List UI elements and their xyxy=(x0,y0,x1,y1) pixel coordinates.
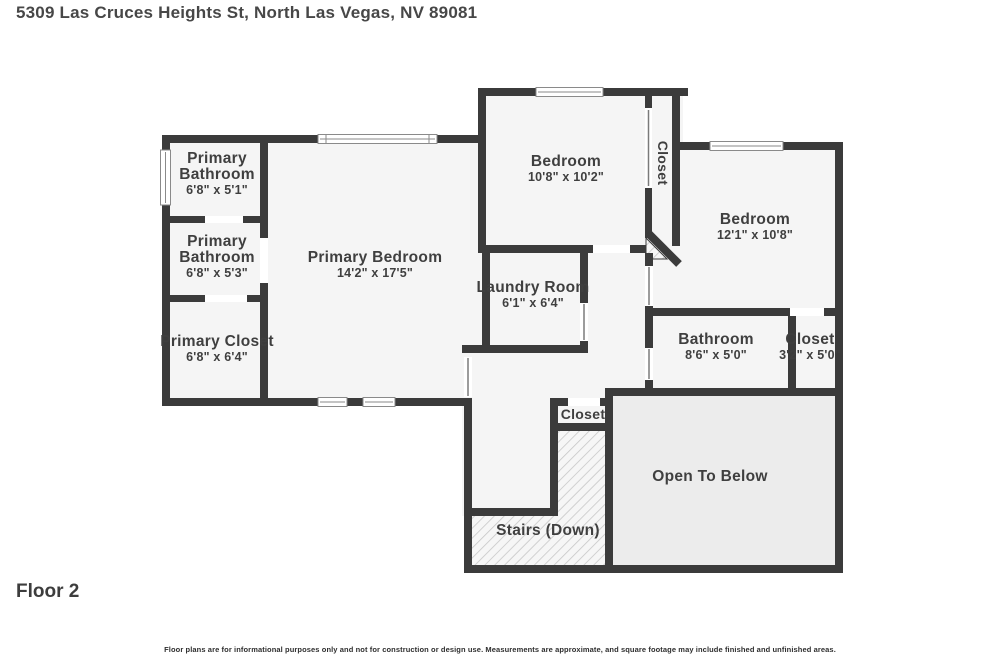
door-opening xyxy=(645,348,653,380)
door-opening xyxy=(593,245,630,253)
door-opening xyxy=(260,238,268,283)
doors xyxy=(205,108,824,406)
room-label-bathroom: Bathroom 8'6" x 5'0" xyxy=(678,331,754,362)
window-marker xyxy=(317,397,348,407)
svg-text:Laundry Room: Laundry Room xyxy=(477,279,590,296)
svg-text:Closet: Closet xyxy=(655,141,671,186)
svg-text:Bedroom: Bedroom xyxy=(720,211,790,228)
svg-text:Primary: Primary xyxy=(187,150,247,167)
door-opening xyxy=(464,357,472,397)
svg-text:8'6" x 5'0": 8'6" x 5'0" xyxy=(685,348,747,362)
room-fills xyxy=(162,88,843,573)
svg-text:12'1" x 10'8": 12'1" x 10'8" xyxy=(717,228,793,242)
room-label-laundry: Laundry Room 6'1" x 6'4" xyxy=(477,279,590,310)
room-label-closet-right: Closet 3'2" x 5'0" xyxy=(779,331,841,362)
window-marker xyxy=(535,87,604,97)
svg-text:6'8" x 5'3": 6'8" x 5'3" xyxy=(186,266,248,280)
svg-text:6'8" x 6'4": 6'8" x 6'4" xyxy=(186,350,248,364)
svg-text:Bathroom: Bathroom xyxy=(179,249,255,266)
room-label-primary-bathroom-2: Primary Bathroom 6'8" x 5'3" xyxy=(179,233,255,280)
door-opening xyxy=(205,216,243,223)
open-to-below-area xyxy=(605,388,843,573)
svg-text:Bathroom: Bathroom xyxy=(678,331,754,348)
room-label-stairs: Stairs (Down) xyxy=(496,522,600,539)
svg-text:Bathroom: Bathroom xyxy=(179,166,255,183)
svg-text:Primary: Primary xyxy=(187,233,247,250)
svg-text:6'8" x 5'1": 6'8" x 5'1" xyxy=(186,183,248,197)
hall-lower-area xyxy=(462,396,558,516)
sliding-door xyxy=(645,108,652,188)
room-label-primary-bedroom: Primary Bedroom 14'2" x 17'5" xyxy=(308,249,443,280)
svg-text:Closet: Closet xyxy=(785,331,834,348)
window-marker xyxy=(317,134,438,144)
svg-text:14'2" x 17'5": 14'2" x 17'5" xyxy=(337,266,413,280)
door-opening xyxy=(645,266,653,306)
room-label-bedroom-right: Bedroom 12'1" x 10'8" xyxy=(717,211,793,242)
room-label-primary-closet: Primary Closet 6'8" x 6'4" xyxy=(160,333,274,364)
svg-text:Open To Below: Open To Below xyxy=(652,468,768,485)
svg-text:6'1" x 6'4": 6'1" x 6'4" xyxy=(502,296,564,310)
svg-text:10'8" x 10'2": 10'8" x 10'2" xyxy=(528,170,604,184)
room-label-bedroom-top: Bedroom 10'8" x 10'2" xyxy=(528,153,604,184)
closet-diagonal-wall xyxy=(645,230,682,267)
svg-text:3'2" x 5'0": 3'2" x 5'0" xyxy=(779,348,841,362)
svg-text:Primary Closet: Primary Closet xyxy=(160,333,274,350)
page-title: 5309 Las Cruces Heights St, North Las Ve… xyxy=(16,3,478,22)
disclaimer-text: Floor plans are for informational purpos… xyxy=(164,645,836,654)
door-opening xyxy=(790,308,824,316)
windows xyxy=(160,87,784,407)
floor-label: Floor 2 xyxy=(16,581,80,602)
room-label-closet-between: Closet xyxy=(655,141,671,186)
stairs-hatch xyxy=(472,431,605,565)
window-marker xyxy=(362,397,396,407)
door-opening xyxy=(205,295,247,302)
svg-text:Closet: Closet xyxy=(561,406,606,422)
primary-suite-area xyxy=(162,135,482,406)
room-label-open-to-below: Open To Below xyxy=(652,468,768,485)
svg-text:Primary Bedroom: Primary Bedroom xyxy=(308,249,443,266)
door-opening xyxy=(580,303,588,341)
laundry-hall-area xyxy=(462,245,653,396)
room-label-primary-bathroom-1: Primary Bathroom 6'8" x 5'1" xyxy=(179,150,255,197)
door-opening xyxy=(568,398,600,406)
window-marker xyxy=(160,149,171,206)
svg-text:Stairs (Down): Stairs (Down) xyxy=(496,522,600,539)
window-marker xyxy=(709,141,784,151)
room-labels: Primary Bathroom 6'8" x 5'1" Primary Bat… xyxy=(160,141,841,539)
room-label-closet-hall: Closet xyxy=(561,406,606,422)
svg-text:Bedroom: Bedroom xyxy=(531,153,601,170)
